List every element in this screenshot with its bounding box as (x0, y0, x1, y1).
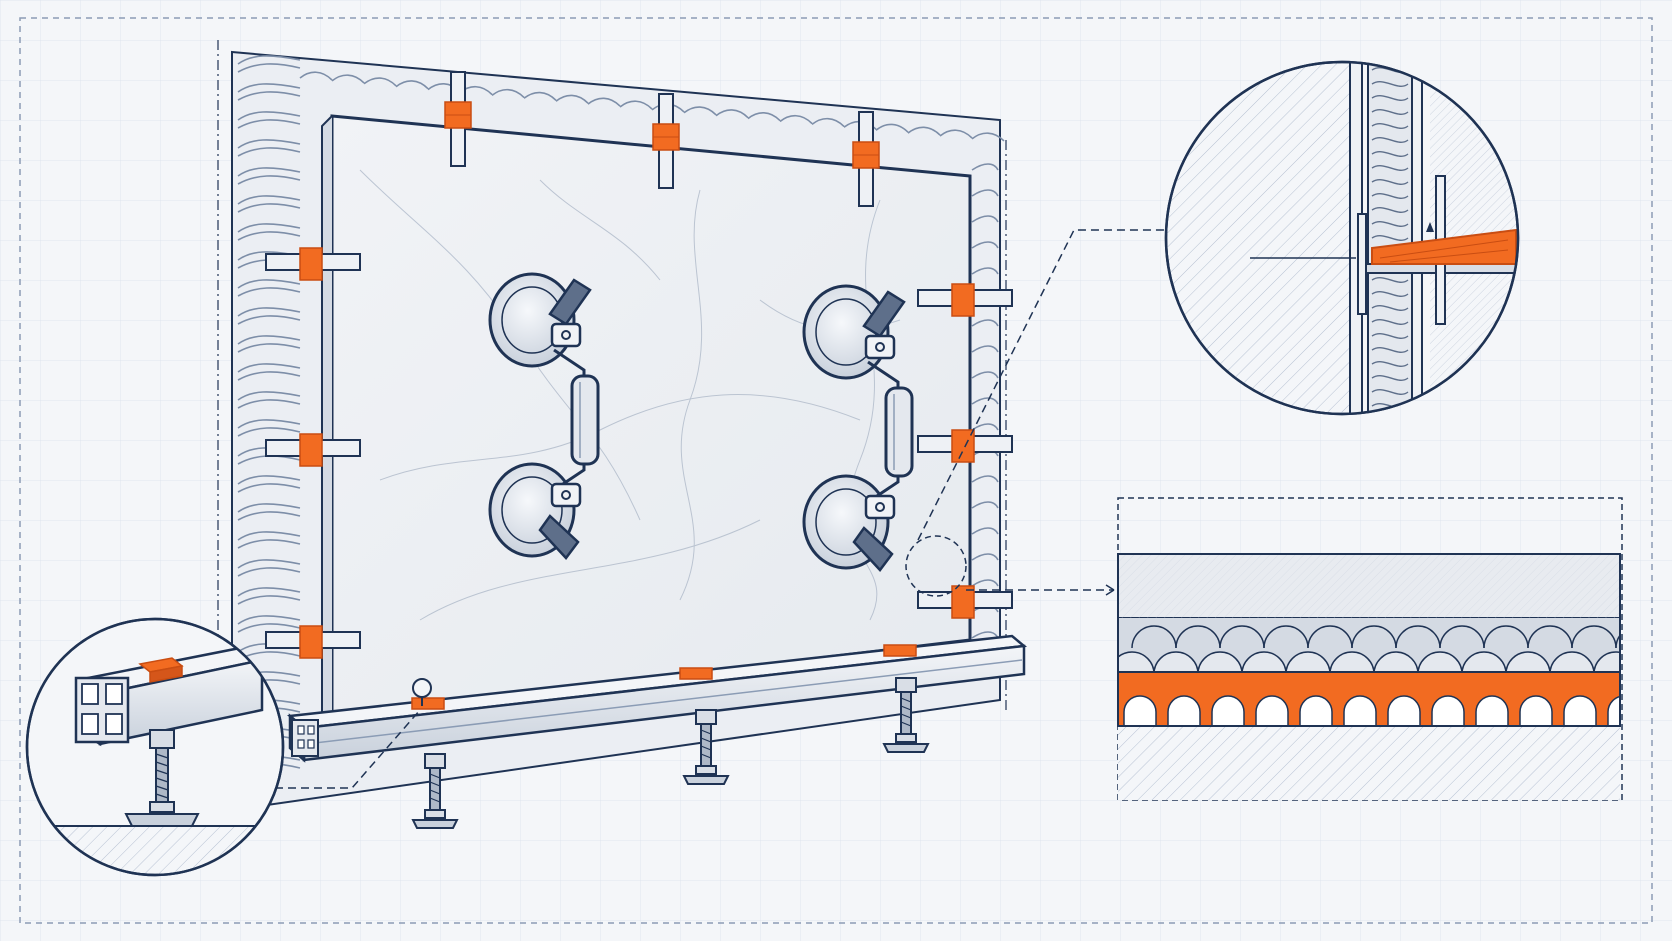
rail-spacer (883, 644, 917, 657)
main-assembly (217, 40, 1028, 829)
leader-lines (262, 229, 1170, 789)
drawing-border (19, 17, 1653, 924)
rail-spacer (411, 678, 445, 710)
rail-spacer (679, 667, 713, 680)
support-rail (286, 634, 1028, 763)
tile-panel (321, 114, 972, 727)
leveling-wedge-icon (1371, 228, 1517, 265)
mortar-layer-section (1117, 497, 1623, 801)
detail-reference-marker (905, 535, 967, 597)
